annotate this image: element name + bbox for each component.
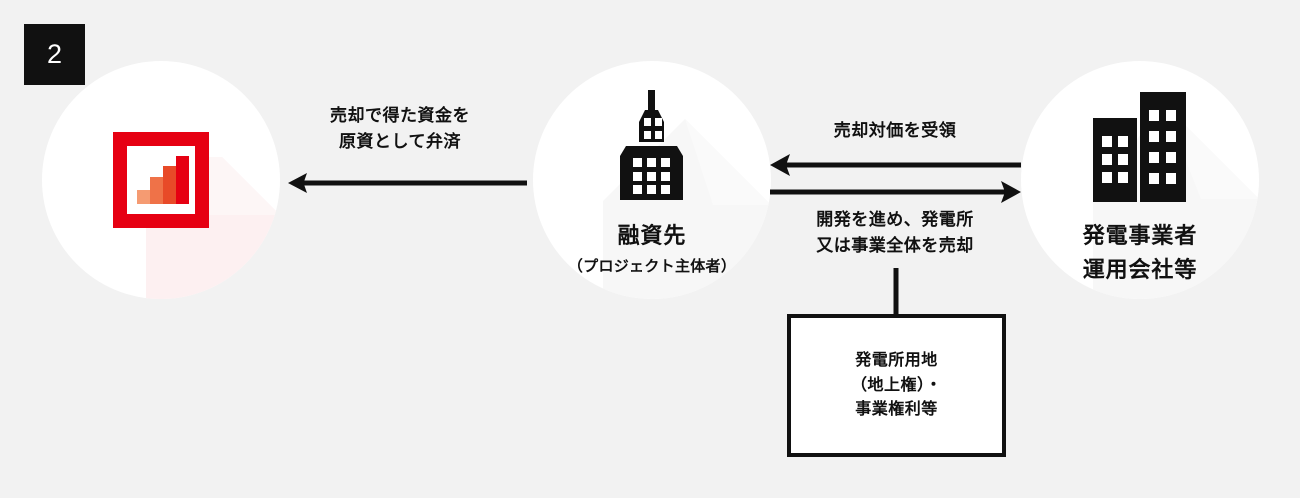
repayment-arrow-label-line2: 原資として弁済 bbox=[338, 131, 462, 151]
node-lender-funding-disc bbox=[42, 61, 280, 299]
asset-box-line3: 事業権利等 bbox=[855, 401, 938, 419]
asset-transfer-arrow-label: 開発を進め、発電所 又は事業全体を売却 bbox=[780, 207, 1010, 258]
sale-proceeds-arrow-label: 売却対価を受領 bbox=[780, 118, 1010, 144]
asset-transfer-arrow bbox=[770, 181, 1021, 203]
repayment-arrow-label-line1: 売却で得た資金を bbox=[329, 106, 471, 125]
sale-proceeds-arrow-label-line1: 売却対価を受領 bbox=[833, 121, 957, 140]
sale-proceeds-arrow bbox=[770, 154, 1021, 176]
node-power-operator-title-line2: 運用会社等 bbox=[1082, 257, 1198, 283]
node-borrower-subtitle: （プロジェクト主体者） bbox=[567, 258, 737, 276]
repayment-arrow-label: 売却で得た資金を 原資として弁済 bbox=[290, 103, 510, 154]
two-buildings-icon bbox=[1093, 92, 1186, 202]
asset-transfer-arrow-label-line2: 又は事業全体を売却 bbox=[816, 235, 974, 255]
node-borrower-title: 融資先 bbox=[617, 223, 687, 248]
step-number-badge: 2 bbox=[24, 24, 85, 85]
node-borrower-caption: 融資先 （プロジェクト主体者） bbox=[533, 222, 771, 276]
asset-box-line2: （地上権）・ bbox=[851, 376, 942, 394]
bar-chart-growth-icon bbox=[113, 132, 209, 228]
step-number-label: 2 bbox=[46, 39, 63, 69]
office-tower-icon bbox=[620, 90, 683, 200]
node-power-operator-title-line1: 発電事業者 bbox=[1082, 223, 1198, 248]
asset-box: 発電所用地 （地上権）・ 事業権利等 bbox=[787, 314, 1006, 457]
repayment-arrow bbox=[288, 173, 527, 193]
asset-box-line1: 発電所用地 bbox=[855, 352, 938, 370]
node-power-operator-caption: 発電事業者 運用会社等 bbox=[1021, 222, 1259, 284]
asset-transfer-arrow-label-line1: 開発を進め、発電所 bbox=[816, 210, 974, 229]
